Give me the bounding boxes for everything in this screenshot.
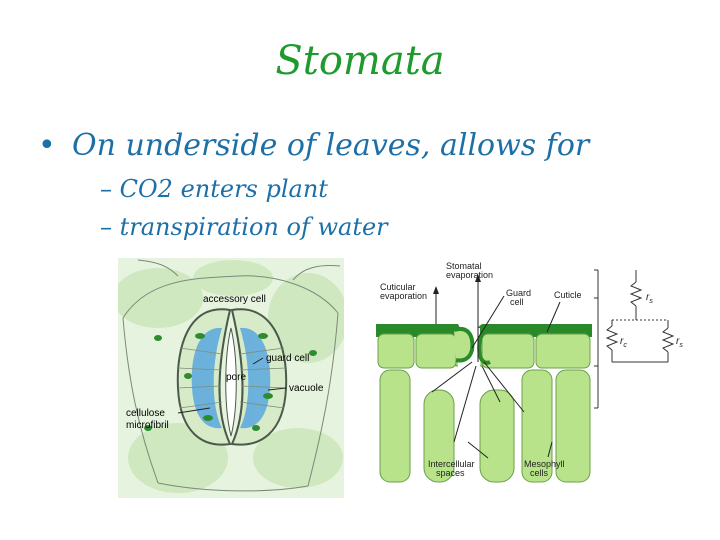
bullet-text: On underside of leaves, allows for	[72, 128, 590, 163]
label-guard: Guard	[506, 288, 531, 298]
label-stomatal: Stomatal	[446, 262, 482, 271]
label-spaces: spaces	[436, 468, 465, 478]
label-intercellular: Intercellular	[428, 459, 475, 469]
label-mesophyll: Mesophyll	[524, 459, 565, 469]
label-rs: rs	[646, 292, 653, 305]
label-rs2: rs	[676, 336, 683, 349]
label-cuticular-evaporation: evaporation	[380, 291, 427, 301]
label-rc: rc	[620, 336, 627, 349]
stomata-top-view-diagram: accessory cell guard cell pore vacuole c…	[118, 258, 344, 498]
label-pore: pore	[226, 372, 246, 383]
label-vacuole: vacuole	[289, 383, 324, 394]
label-accessory-cell: accessory cell	[203, 294, 266, 305]
label-cuticular: Cuticular	[380, 282, 416, 292]
label-cuticle: Cuticle	[554, 290, 582, 300]
leaf-cross-section-diagram: Stomatal evaporation Cuticular evaporati…	[376, 262, 683, 483]
label-cellulose: cellulose	[126, 408, 165, 419]
label-guard-cell: guard cell	[266, 353, 309, 364]
label-cells: cells	[530, 468, 549, 478]
label-microfibril: microfibril	[126, 420, 169, 431]
sub-bullet-co2: – CO2 enters plant	[100, 175, 328, 203]
bullet-point: • On underside of leaves, allows for	[38, 128, 589, 163]
label-stomatal-evaporation: evaporation	[446, 270, 493, 280]
bullet-icon: •	[38, 128, 56, 163]
sub-bullet-transpiration: – transpiration of water	[100, 213, 388, 241]
label-guard-cell-right: cell	[510, 297, 524, 307]
slide-title: Stomata	[275, 38, 445, 84]
